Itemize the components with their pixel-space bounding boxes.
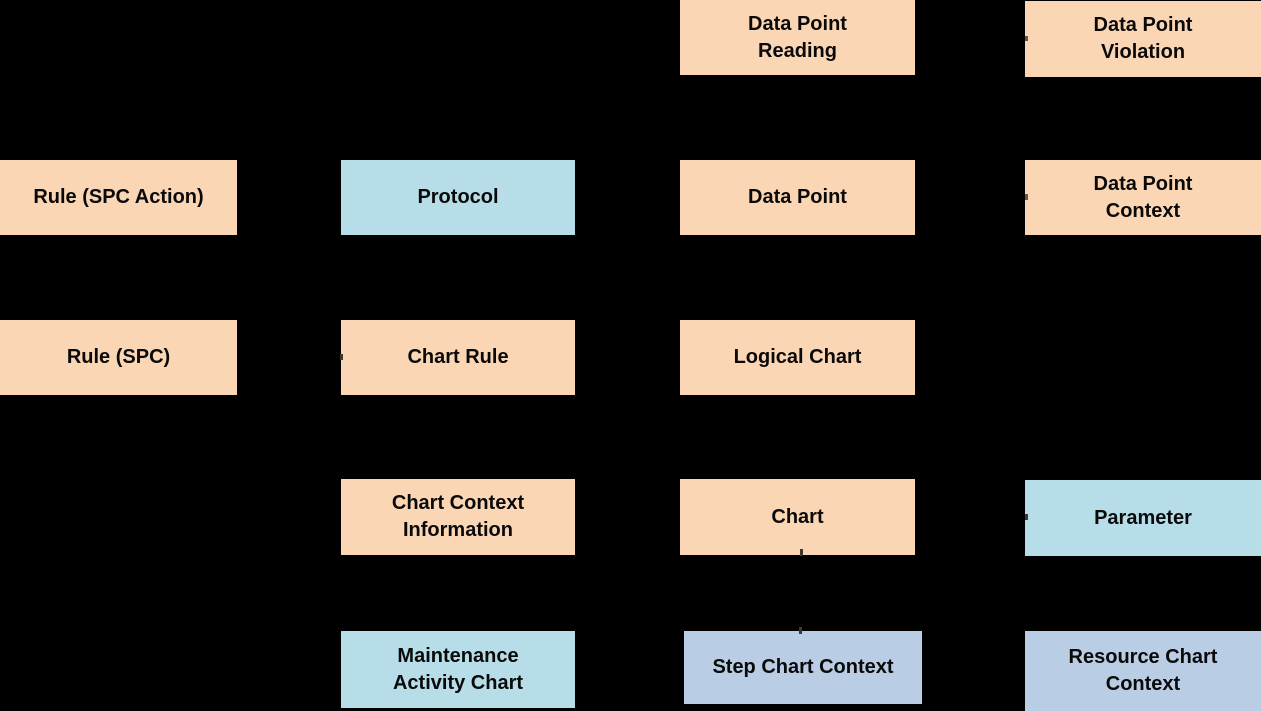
node-label: Chart Context Information: [391, 492, 525, 541]
node-step-chart-context: Step Chart Context: [684, 631, 922, 704]
node-chart-context-information: Chart Context Information: [341, 479, 575, 555]
node-parameter: Parameter: [1025, 480, 1261, 556]
node-label: Logical Chart: [733, 346, 862, 368]
node-data-point-reading: Data Point Reading: [680, 0, 915, 75]
node-data-point-context: Data Point Context: [1025, 160, 1261, 235]
node-rule-spc: Rule (SPC): [0, 320, 237, 395]
node-label: Data Point Violation: [1093, 14, 1193, 63]
connector-stub: [1025, 36, 1028, 41]
node-rule-spc-action: Rule (SPC Action): [0, 160, 237, 235]
node-label: Protocol: [417, 186, 499, 208]
node-label: Chart: [771, 505, 824, 528]
node-label: Data Point Context: [1093, 172, 1193, 222]
connector-stub: [800, 549, 803, 556]
node-label: Data Point Reading: [748, 12, 847, 62]
node-logical-chart: Logical Chart: [680, 320, 915, 395]
node-protocol: Protocol: [341, 160, 575, 235]
node-resource-chart-context: Resource Chart Context: [1025, 631, 1261, 711]
connector-stub: [799, 627, 802, 634]
node-data-point-violation: Data Point Violation: [1025, 1, 1261, 77]
node-label: Rule (SPC): [66, 346, 171, 368]
node-label: Resource Chart Context: [1068, 646, 1218, 695]
node-label: Data Point: [748, 186, 847, 208]
connector-stub: [1025, 514, 1028, 520]
node-chart-rule: Chart Rule: [341, 320, 575, 395]
node-data-point: Data Point: [680, 160, 915, 235]
connector-stub: [340, 354, 343, 360]
node-label: Chart Rule: [407, 346, 509, 368]
node-label: Step Chart Context: [712, 656, 894, 678]
node-label: Maintenance Activity Chart: [392, 644, 524, 694]
node-label: Parameter: [1094, 506, 1192, 529]
node-maintenance-activity-chart: Maintenance Activity Chart: [341, 631, 575, 708]
connector-stub: [1025, 194, 1028, 200]
node-chart: Chart: [680, 479, 915, 555]
node-label: Rule (SPC Action): [33, 186, 204, 208]
